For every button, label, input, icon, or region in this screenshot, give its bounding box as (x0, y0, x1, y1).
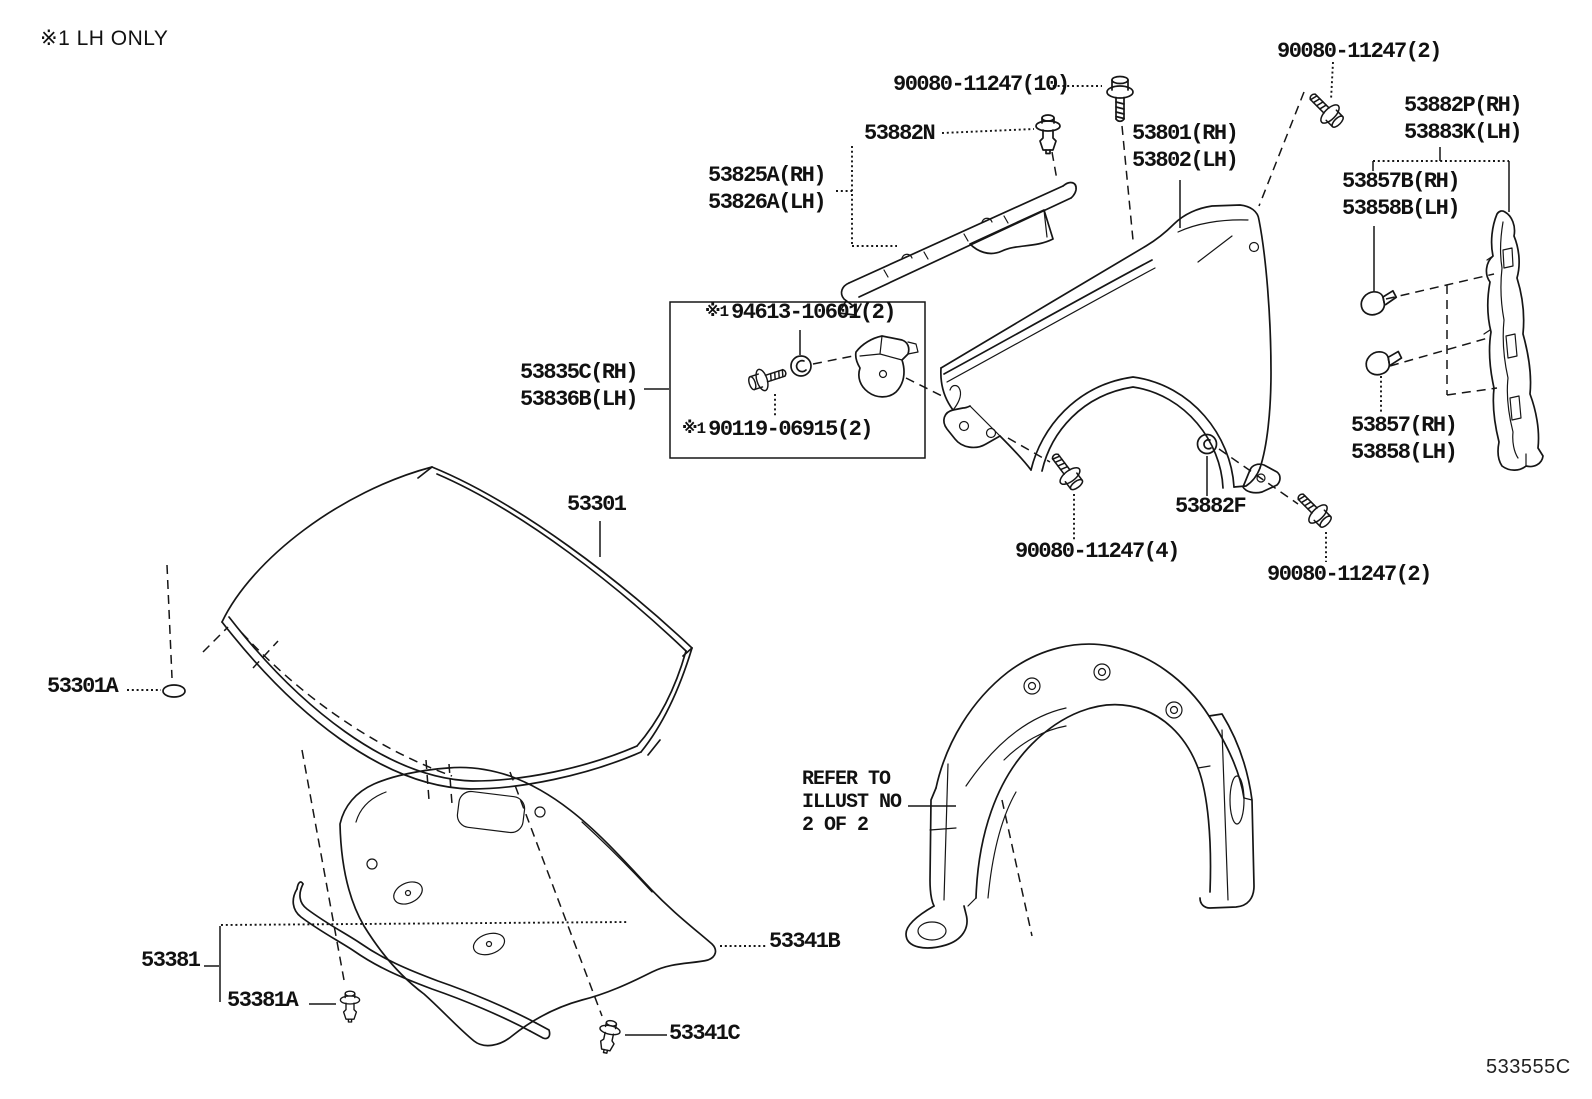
brace-to-fender-dash (905, 377, 947, 399)
cowl-side-panel-drawing (838, 181, 1077, 316)
diagram-code: 533555C (1486, 1056, 1571, 1078)
part-label-53301: 53301 (567, 492, 627, 517)
part-label-53381a: 53381A (227, 988, 299, 1013)
bolt-90080-11247-4-drawing (1044, 447, 1089, 495)
washer-bolt-drawing (745, 361, 790, 396)
clip-53341c-drawing (594, 1018, 623, 1056)
hood-hidden-lines (166, 564, 603, 1017)
note-lh-only: ※1 LH ONLY (40, 27, 169, 50)
clip-53857b-drawing (1358, 286, 1400, 318)
washer-bolt-box (669, 301, 926, 459)
part-label-53857b: 53857B(RH) (1342, 169, 1461, 194)
refer-note-line2: ILLUST NO (802, 791, 902, 814)
part-label-53883k: 53883K(LH) (1404, 120, 1523, 145)
fender-brace-drawing (854, 335, 919, 398)
bolt-90080-11247-10-drawing (1106, 75, 1134, 123)
part-label-53341b: 53341B (769, 929, 841, 954)
part-label-53826a: 53826A(LH) (708, 190, 827, 215)
part-label-53825a: 53825A(RH) (708, 163, 827, 188)
leader-lines (127, 61, 1510, 1036)
fender-drawing (940, 204, 1281, 494)
part-label-53836b: 53836B(LH) (520, 387, 639, 412)
part-label-90080-11247-10: 90080-11247(10) (893, 72, 1070, 97)
fender-liner-drawing (905, 643, 1255, 949)
ref-mark: ※1 (705, 303, 729, 321)
part-label-53857: 53857(RH) (1351, 413, 1458, 438)
retainer-strip-drawing (1483, 210, 1544, 471)
part-label-53801: 53801(RH) (1132, 121, 1239, 146)
part-label-90080-11247-4: 90080-11247(4) (1015, 539, 1180, 564)
clip-53882n-drawing (1035, 114, 1061, 155)
grommet-53882f-drawing (1196, 433, 1218, 455)
part-label-53341c: 53341C (669, 1021, 741, 1046)
part-label-53882n: 53882N (864, 121, 936, 146)
clip-53857-drawing (1363, 347, 1405, 378)
clip-53381a-drawing (339, 990, 361, 1023)
hood-seal-drawing (292, 881, 551, 1040)
ref-mark: ※1 (682, 420, 706, 438)
part-label-53301a: 53301A (47, 674, 119, 699)
refer-note-line1: REFER TO (802, 768, 891, 791)
part-label-53802: 53802(LH) (1132, 148, 1239, 173)
hood-panel-drawing (221, 466, 693, 790)
assembly-dashed-lines (1001, 91, 1498, 937)
washer-drawing (790, 355, 812, 377)
part-label-53858: 53858(LH) (1351, 440, 1458, 465)
part-label-53882f: 53882F (1175, 494, 1247, 519)
part-label-53882p: 53882P(RH) (1404, 93, 1523, 118)
part-label-90080-11247-2-top: 90080-11247(2) (1277, 39, 1442, 64)
refer-note-line3: 2 OF 2 (802, 814, 869, 837)
bolt-90080-11247-2-top-drawing (1302, 86, 1349, 133)
hood-insulator-drawing (339, 766, 717, 1047)
part-label-53835c: 53835C(RH) (520, 360, 639, 385)
hood-plug-drawing (162, 684, 186, 698)
part-label-53381: 53381 (141, 948, 201, 973)
bolt-90080-11247-2-bottom-drawing (1290, 486, 1337, 533)
part-label-53858b: 53858B(LH) (1342, 196, 1461, 221)
part-label-90080-11247-2-bottom: 90080-11247(2) (1267, 562, 1432, 587)
